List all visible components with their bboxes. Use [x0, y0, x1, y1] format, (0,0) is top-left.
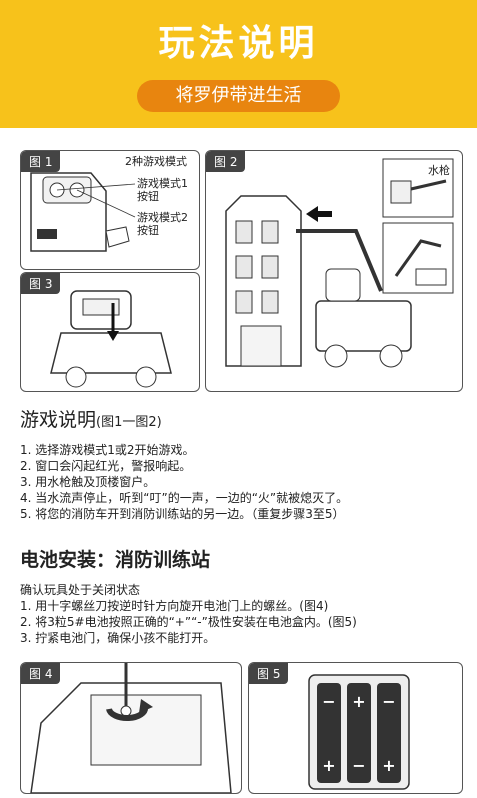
list-item: 3. 拧紧电池门，确保小孩不能打开。 — [20, 631, 216, 645]
subtitle-pill: 将罗伊带进生活 — [137, 80, 340, 112]
header-banner: 玩法说明 将罗伊带进生活 — [0, 0, 477, 128]
figure-3-panel: 图 3 — [20, 272, 200, 392]
fire-station-illustration — [225, 158, 454, 368]
figure-4-tag: 图 4 — [21, 663, 61, 684]
water-gun-label: 水枪 — [428, 164, 450, 177]
figure-1-tag: 图 1 — [21, 151, 61, 172]
battery-intro: 确认玩具处于关闭状态 — [20, 583, 141, 597]
page-title: 玩法说明 — [158, 23, 319, 64]
list-item: 3. 用水枪触及顶楼窗户。 — [20, 475, 156, 489]
figure-2-panel: 图 2 水枪 — [205, 150, 463, 392]
left-arrow-icon — [306, 206, 332, 222]
battery-title: 电池安装：消防训练站 — [20, 549, 211, 571]
list-item: 4. 当水流声停止，听到“叮”的一声，一边的“火”就被熄灭了。 — [20, 491, 349, 505]
plus-icon: + — [382, 756, 395, 775]
game-steps: 1. 选择游戏模式1或2开始游戏。 2. 窗口会闪起红光，警报响起。 3. 用水… — [20, 442, 348, 522]
battery-steps: 确认玩具处于关闭状态 1. 用十字螺丝刀按逆时针方向旋开电池门上的螺丝。(图4)… — [20, 582, 357, 646]
robot-on-truck-illustration — [50, 290, 172, 388]
game-title-text: 游戏说明 — [20, 409, 97, 431]
game-title-note: (图1一图2) — [96, 415, 162, 430]
figure-2-tag: 图 2 — [206, 151, 246, 172]
minus-icon: − — [382, 692, 395, 711]
figure-5-tag: 图 5 — [249, 663, 289, 684]
game-title: 游戏说明(图1一图2) — [20, 405, 162, 432]
battery-door-illustration — [30, 663, 232, 793]
list-item: 1. 用十字螺丝刀按逆时针方向旋开电池门上的螺丝。(图4) — [20, 599, 329, 613]
figure-3-tag: 图 3 — [21, 273, 61, 294]
battery-compartment-illustration: − + − + − + — [308, 674, 410, 790]
modes-label: 2种游戏模式 — [125, 155, 187, 168]
list-item: 1. 选择游戏模式1或2开始游戏。 — [20, 443, 195, 457]
counterclockwise-arrow-icon — [106, 699, 153, 722]
figure-4-panel: 图 4 — [20, 662, 242, 794]
minus-icon: − — [322, 692, 335, 711]
toy-top-illustration — [30, 172, 130, 252]
list-item: 2. 将3粒5#电池按照正确的“+”“-”极性安装在电池盒内。(图5) — [20, 615, 357, 629]
minus-icon: − — [352, 756, 365, 775]
plus-icon: + — [322, 756, 335, 775]
list-item: 2. 窗口会闪起红光，警报响起。 — [20, 459, 192, 473]
plus-icon: + — [352, 692, 365, 711]
list-item: 5. 将您的消防车开到消防训练站的另一边。（重复步骤3至5） — [20, 507, 345, 521]
figure-5-panel: 图 5 − + − + − + — [248, 662, 463, 794]
